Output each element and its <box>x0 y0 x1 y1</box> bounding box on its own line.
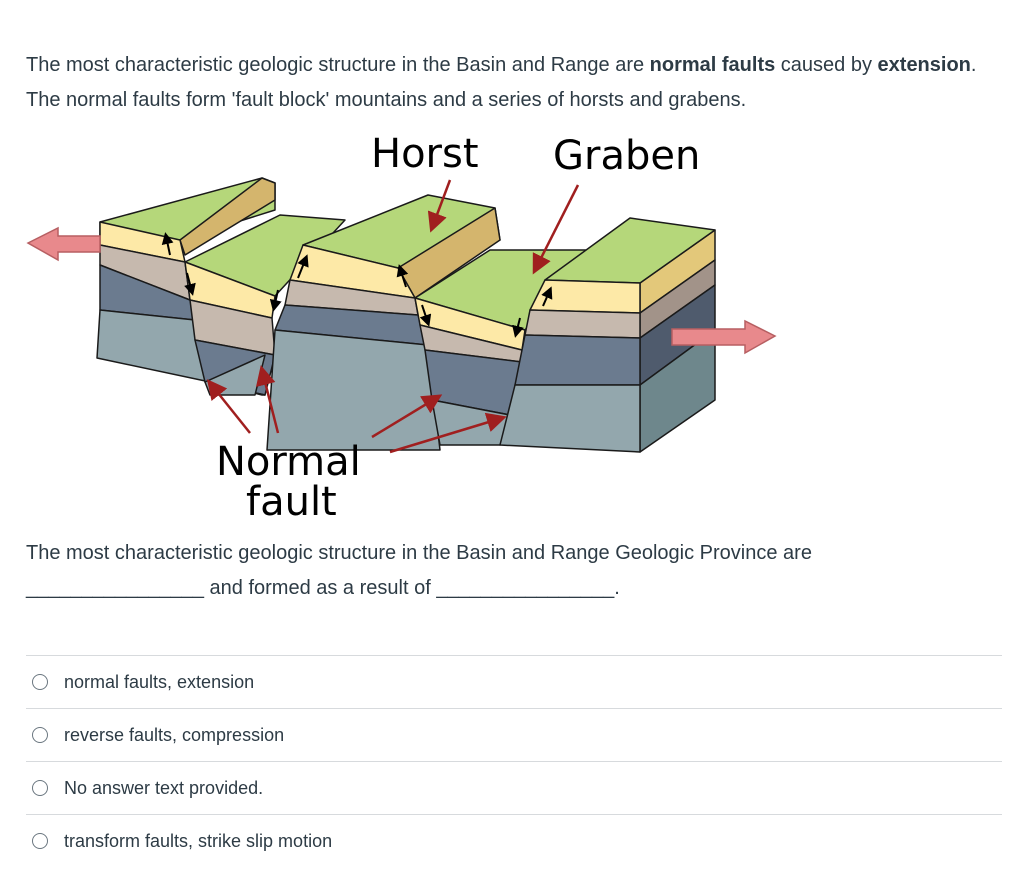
question-intro: The most characteristic geologic structu… <box>26 48 1001 118</box>
radio-button[interactable] <box>32 727 48 743</box>
intro-text: . The normal faults form 'fault block' m… <box>26 54 977 111</box>
right-front-slate <box>514 334 641 386</box>
question-line: and formed as a result of <box>203 577 437 599</box>
answer-option[interactable]: reverse faults, compression <box>26 708 1002 761</box>
normal-label: Normal <box>216 439 361 485</box>
intro-bold-extension: extension <box>877 54 971 76</box>
intro-text: The most characteristic geologic structu… <box>26 54 650 76</box>
intro-text: caused by <box>775 54 878 76</box>
radio-button[interactable] <box>32 833 48 849</box>
answer-label: normal faults, extension <box>64 671 255 692</box>
fill-blank-1: ________________ <box>26 577 204 599</box>
fill-blank-2: ________________ <box>436 577 615 599</box>
horst-label: Horst <box>371 131 479 177</box>
horst-graben-diagram: Horst Graben Normal fault <box>0 120 1024 540</box>
answer-list: normal faults, extension reverse faults,… <box>26 655 1002 867</box>
right-front-tan <box>524 309 641 339</box>
graben-label: Graben <box>553 133 700 179</box>
answer-label: transform faults, strike slip motion <box>64 830 333 851</box>
intro-bold-normal-faults: normal faults <box>649 54 776 76</box>
radio-button[interactable] <box>32 780 48 796</box>
radio-button[interactable] <box>32 674 48 690</box>
right-front-gray <box>499 384 641 453</box>
fault-label: fault <box>246 479 337 525</box>
extension-arrow-right <box>671 319 777 355</box>
answer-option[interactable]: normal faults, extension <box>26 655 1002 708</box>
answer-option[interactable]: transform faults, strike slip motion <box>26 814 1002 867</box>
horst-gray <box>266 329 441 451</box>
question-line: The most characteristic geologic structu… <box>26 542 812 564</box>
answer-label: No answer text provided. <box>64 777 264 798</box>
question-text: The most characteristic geologic structu… <box>26 536 1001 606</box>
left-block-step <box>179 177 276 256</box>
answer-option[interactable]: No answer text provided. <box>26 761 1002 814</box>
answer-label: reverse faults, compression <box>64 724 285 745</box>
extension-arrow-left <box>26 226 101 262</box>
question-line: . <box>614 577 620 599</box>
